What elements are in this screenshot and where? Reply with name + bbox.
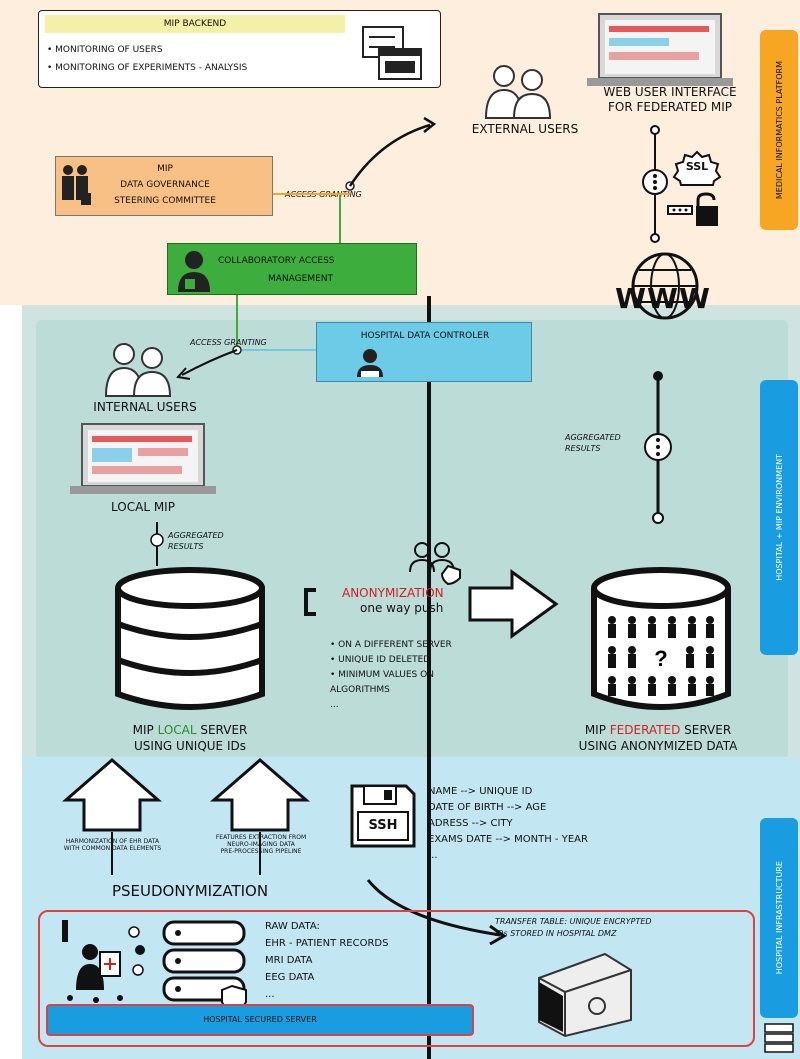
collaboratory-line: MANAGEMENT [268, 274, 333, 284]
secured-server-bar: HOSPITAL SECURED SERVER [46, 1004, 474, 1036]
ssh-label: SSH [368, 818, 398, 833]
web-ui-laptop-icon [587, 13, 733, 86]
globe-icon [631, 252, 699, 320]
small-server-icon [764, 1023, 794, 1053]
mapping-item: DATE OF BIRTH --> AGE [428, 802, 547, 813]
local-mip-laptop-icon [70, 423, 216, 494]
transfer-table-line: TRANSFER TABLE: UNIQUE ENCRYPTED [495, 917, 652, 926]
federated-server-highlight: FEDERATED [609, 723, 681, 737]
anonymization-title: ANONYMIZATION [342, 586, 444, 600]
access-user-icon [178, 251, 210, 292]
separator-line [427, 296, 431, 1059]
aggregated-line: AGGREGATED [168, 531, 224, 540]
access-granting-label: ACCESS GRANTING [190, 338, 267, 347]
anonymization-item: • UNIQUE ID DELETED [330, 655, 431, 665]
ssl-badge-icon [672, 150, 722, 186]
federated-database-icon: ? [591, 567, 731, 710]
internal-users-label: INTERNAL USERS [93, 400, 197, 414]
features-label: FEATURES EXTRACTION FROM NEURO-IMAGING D… [196, 834, 326, 855]
collaboratory-line: COLLABORATORY ACCESS [218, 256, 335, 266]
local-server-highlight: LOCAL [157, 723, 197, 737]
backend-title: MIP BACKEND [45, 15, 345, 33]
aggregated-results-right: AGGREGATED RESULTS [565, 432, 621, 454]
governance-line: STEERING COMMITTEE [114, 196, 216, 206]
data-controller-label: HOSPITAL DATA CONTROLER [360, 331, 490, 341]
anonymization-item: • ON A DIFFERENT SERVER [330, 640, 452, 650]
raw-data-item: ... [265, 989, 275, 1000]
transfer-table-line: IDs STORED IN HOSPITAL DMZ [495, 929, 617, 938]
local-server-prefix: MIP [132, 723, 158, 737]
local-database-icon [115, 567, 265, 710]
internal-users-icon [104, 343, 172, 397]
harmonization-line: HARMONIZATION OF EHR DATA [65, 838, 160, 845]
raw-data-item: EHR - PATIENT RECORDS [265, 938, 389, 949]
features-line: NEURO-IMAGING DATA [227, 841, 295, 848]
secured-area-frame [38, 910, 755, 1047]
governance-box: MIP DATA GOVERNANCE STEERING COMMITTEE [55, 156, 273, 216]
environment-tab: HOSPITAL + MIP ENVIRONMENT [760, 380, 798, 655]
anonymization-item: ALGORITHMS [330, 685, 390, 695]
local-server-label: MIP LOCAL SERVER USING UNIQUE IDs [90, 722, 290, 754]
governance-line: MIP [157, 164, 173, 174]
committee-icon [62, 165, 91, 205]
www-label: WWW [615, 282, 711, 315]
federated-server-line2: USING ANONYMIZED DATA [578, 739, 738, 753]
mapping-list: NAME --> UNIQUE ID DATE OF BIRTH --> AGE… [428, 784, 588, 864]
transfer-table-label: TRANSFER TABLE: UNIQUE ENCRYPTED IDs STO… [495, 916, 652, 940]
backend-icon [362, 26, 422, 80]
mapping-item: NAME --> UNIQUE ID [428, 786, 533, 797]
features-line: FEATURES EXTRACTION FROM [215, 834, 307, 841]
pseudonymization-label: PSEUDONYMIZATION [111, 882, 269, 900]
federated-server-prefix: MIP [584, 723, 610, 737]
mapping-item: EXAMS DATE --> MONTH - YEAR [428, 834, 588, 845]
federated-server-label: MIP FEDERATED SERVER USING ANONYMIZED DA… [548, 722, 768, 754]
raw-data-item: EEG DATA [265, 972, 315, 983]
infrastructure-tab: HOSPITAL INFRASTRUCTURE [760, 818, 798, 1018]
aggregated-line: AGGREGATED [565, 433, 621, 442]
collaboratory-box: COLLABORATORY ACCESS MANAGEMENT [167, 243, 417, 295]
aggregated-line: RESULTS [565, 444, 601, 453]
raw-data-item: RAW DATA: [265, 921, 320, 932]
backend-item: • MONITORING OF USERS [47, 45, 163, 55]
ssl-label: SSL [685, 160, 709, 173]
anonymization-sub: one way push [360, 601, 444, 615]
patient-records-icon [62, 920, 145, 1003]
local-mip-label: LOCAL MIP [111, 500, 175, 514]
raw-data-item: MRI DATA [265, 955, 313, 966]
dmz-vault-icon [538, 952, 632, 1038]
web-ui-line: WEB USER INTERFACE [603, 85, 737, 99]
aggregated-line: RESULTS [168, 542, 204, 551]
local-server-suffix: SERVER [196, 723, 248, 737]
floppy-disk-icon [350, 784, 416, 848]
external-users-label: EXTERNAL USERS [471, 122, 579, 136]
platform-tab: MEDICAL INFORMATICS PLATFORM [760, 30, 798, 230]
web-ui-line: FOR FEDERATED MIP [607, 100, 733, 114]
server-stack-icon [162, 920, 247, 1014]
controller-user-icon [357, 349, 383, 377]
mapping-item: ADRESS --> CITY [428, 818, 513, 829]
external-users-icon [484, 65, 552, 119]
harmonization-label: HARMONIZATION OF EHR DATA WITH COMMON DA… [50, 838, 175, 852]
anonymization-item: ... [330, 700, 339, 710]
anonymization-item: • MINIMUM VALUES ON [330, 670, 434, 680]
anonymization-users-icon [409, 542, 461, 586]
raw-data-list: RAW DATA: EHR - PATIENT RECORDS MRI DATA… [265, 918, 388, 1003]
features-line: PRE-PROCESSING PIPELINE [220, 848, 302, 855]
svg-text:?: ? [654, 646, 667, 671]
backend-box: MIP BACKEND • MONITORING OF USERS • MONI… [38, 10, 441, 88]
lock-icon [667, 192, 718, 226]
governance-line: DATA GOVERNANCE [120, 180, 210, 190]
data-controller-box: HOSPITAL DATA CONTROLER [316, 322, 532, 382]
local-server-line2: USING UNIQUE IDs [134, 739, 246, 753]
web-ui-label: WEB USER INTERFACE FOR FEDERATED MIP [575, 85, 765, 115]
backend-item: • MONITORING OF EXPERIMENTS - ANALYSIS [47, 63, 248, 73]
mapping-item: ... [428, 850, 438, 861]
anonymization-list: • ON A DIFFERENT SERVER • UNIQUE ID DELE… [330, 638, 452, 713]
aggregated-results-left: AGGREGATED RESULTS [168, 530, 224, 552]
federated-server-suffix: SERVER [680, 723, 732, 737]
harmonization-line: WITH COMMON DATA ELEMENTS [63, 845, 162, 852]
